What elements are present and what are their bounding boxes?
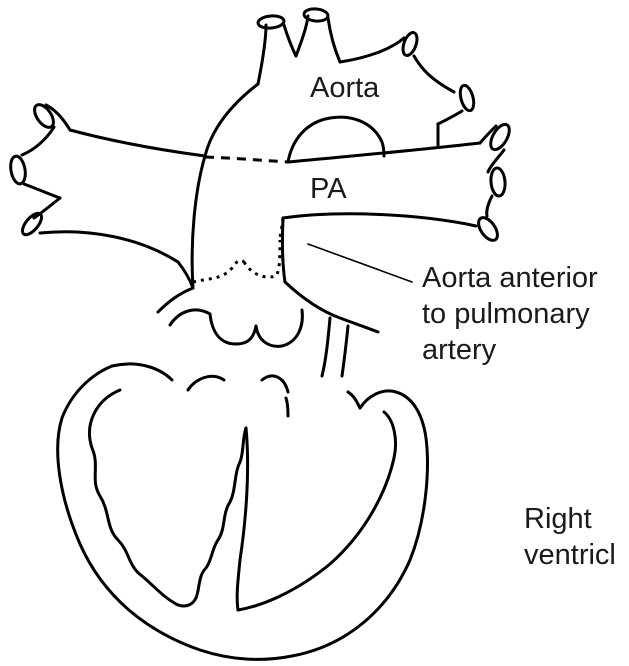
label-aorta: Aorta (310, 72, 380, 104)
label-aorta-anterior-line3: artery (422, 334, 497, 366)
label-aorta-anterior-line2: to pulmonary (422, 298, 590, 330)
ventricles (58, 364, 428, 659)
label-pa: PA (310, 173, 347, 205)
label-right-ventricle-line1: Right (524, 503, 592, 535)
label-aorta-anterior-line1: Aorta anterior (422, 262, 598, 294)
annotation-leader-line (308, 244, 412, 282)
label-right-ventricle-line2: ventricl (524, 539, 616, 571)
